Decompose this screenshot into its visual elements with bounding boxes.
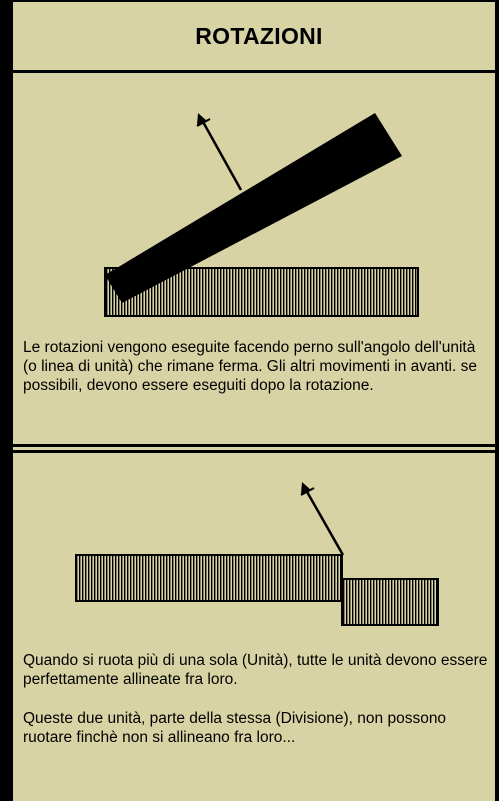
card-header: ROTAZIONI: [13, 2, 495, 73]
rotation-arrow: [200, 119, 243, 191]
page-title: ROTAZIONI: [195, 22, 323, 49]
panel-divider: [13, 444, 495, 453]
rotation-caption: Le rotazioni vengono eseguite facendo pe…: [23, 338, 493, 395]
rotation-panel: Le rotazioni vengono eseguite facendo pe…: [13, 73, 495, 444]
caption-text-1: Quando si ruota più di una sola (Unità),…: [23, 652, 488, 688]
caption-text-2: Queste due unità, parte della stessa (Di…: [23, 710, 447, 746]
rear-unit: [341, 578, 439, 626]
advanced-unit: [75, 554, 343, 602]
alignment-panel: Quando si ruota più di una sola (Unità),…: [13, 453, 495, 801]
caption-text: Le rotazioni vengono eseguite facendo pe…: [23, 339, 477, 394]
rotation-diagram: [104, 113, 419, 317]
rotation-arrow: [304, 489, 345, 556]
rotating-unit: [105, 113, 402, 303]
alignment-diagram: [75, 482, 439, 626]
alignment-caption: Quando si ruota più di una sola (Unità),…: [23, 651, 493, 747]
